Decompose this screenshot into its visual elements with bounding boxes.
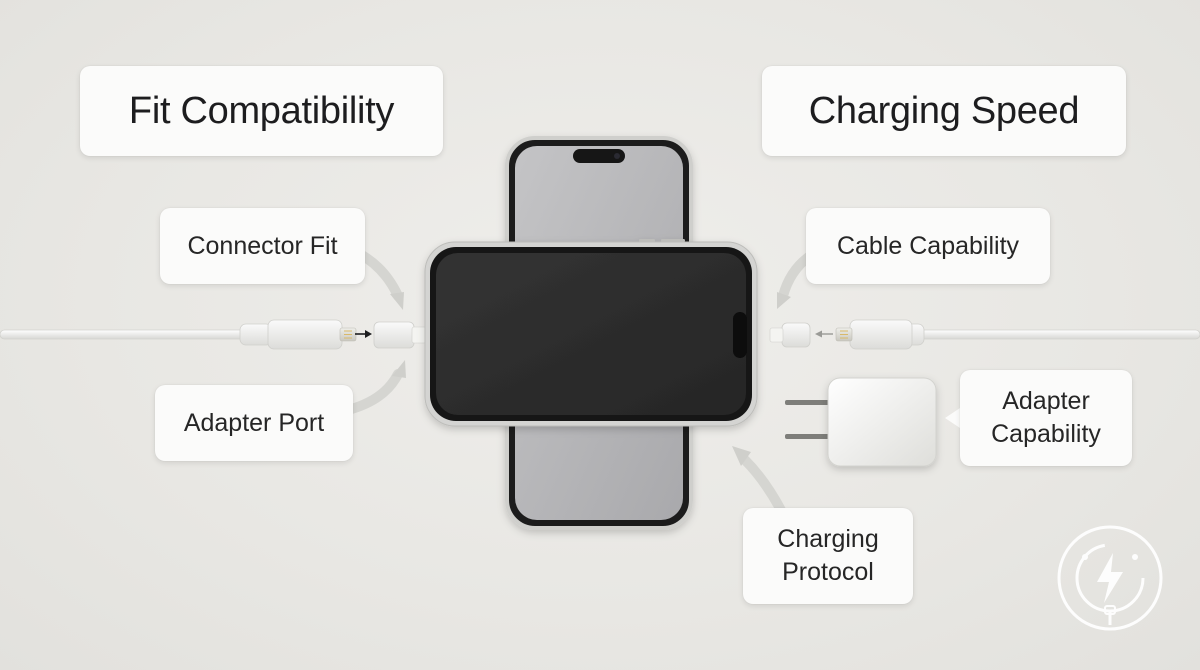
phone-landscape	[424, 239, 758, 427]
right-lightning-cable-icon	[835, 319, 1200, 350]
lightning-bolt-logo-icon	[1057, 525, 1163, 631]
left-lightning-cable-icon	[0, 319, 357, 350]
left-fit-arrow-icon	[355, 330, 372, 338]
right-fit-arrow-icon	[815, 330, 833, 338]
charging-protocol-label: Charging Protocol	[743, 508, 913, 604]
charging-speed-heading: Charging Speed	[762, 66, 1126, 156]
fit-compatibility-heading: Fit Compatibility	[80, 66, 443, 156]
connector-fit-label: Connector Fit	[160, 208, 365, 284]
adapter-capability-pointer-icon	[945, 406, 963, 430]
power-adapter-icon	[785, 377, 937, 467]
connector-fit-pointer-icon	[355, 249, 404, 310]
adapter-port-label: Adapter Port	[155, 385, 353, 461]
adapter-port-pointer-icon	[343, 360, 406, 415]
right-lightning-adapter-icon	[769, 322, 811, 348]
cable-capability-label: Cable Capability	[806, 208, 1050, 284]
adapter-capability-label: Adapter Capability	[960, 370, 1132, 466]
charging-protocol-pointer-icon	[732, 446, 787, 517]
left-lightning-adapter-icon	[373, 321, 427, 349]
